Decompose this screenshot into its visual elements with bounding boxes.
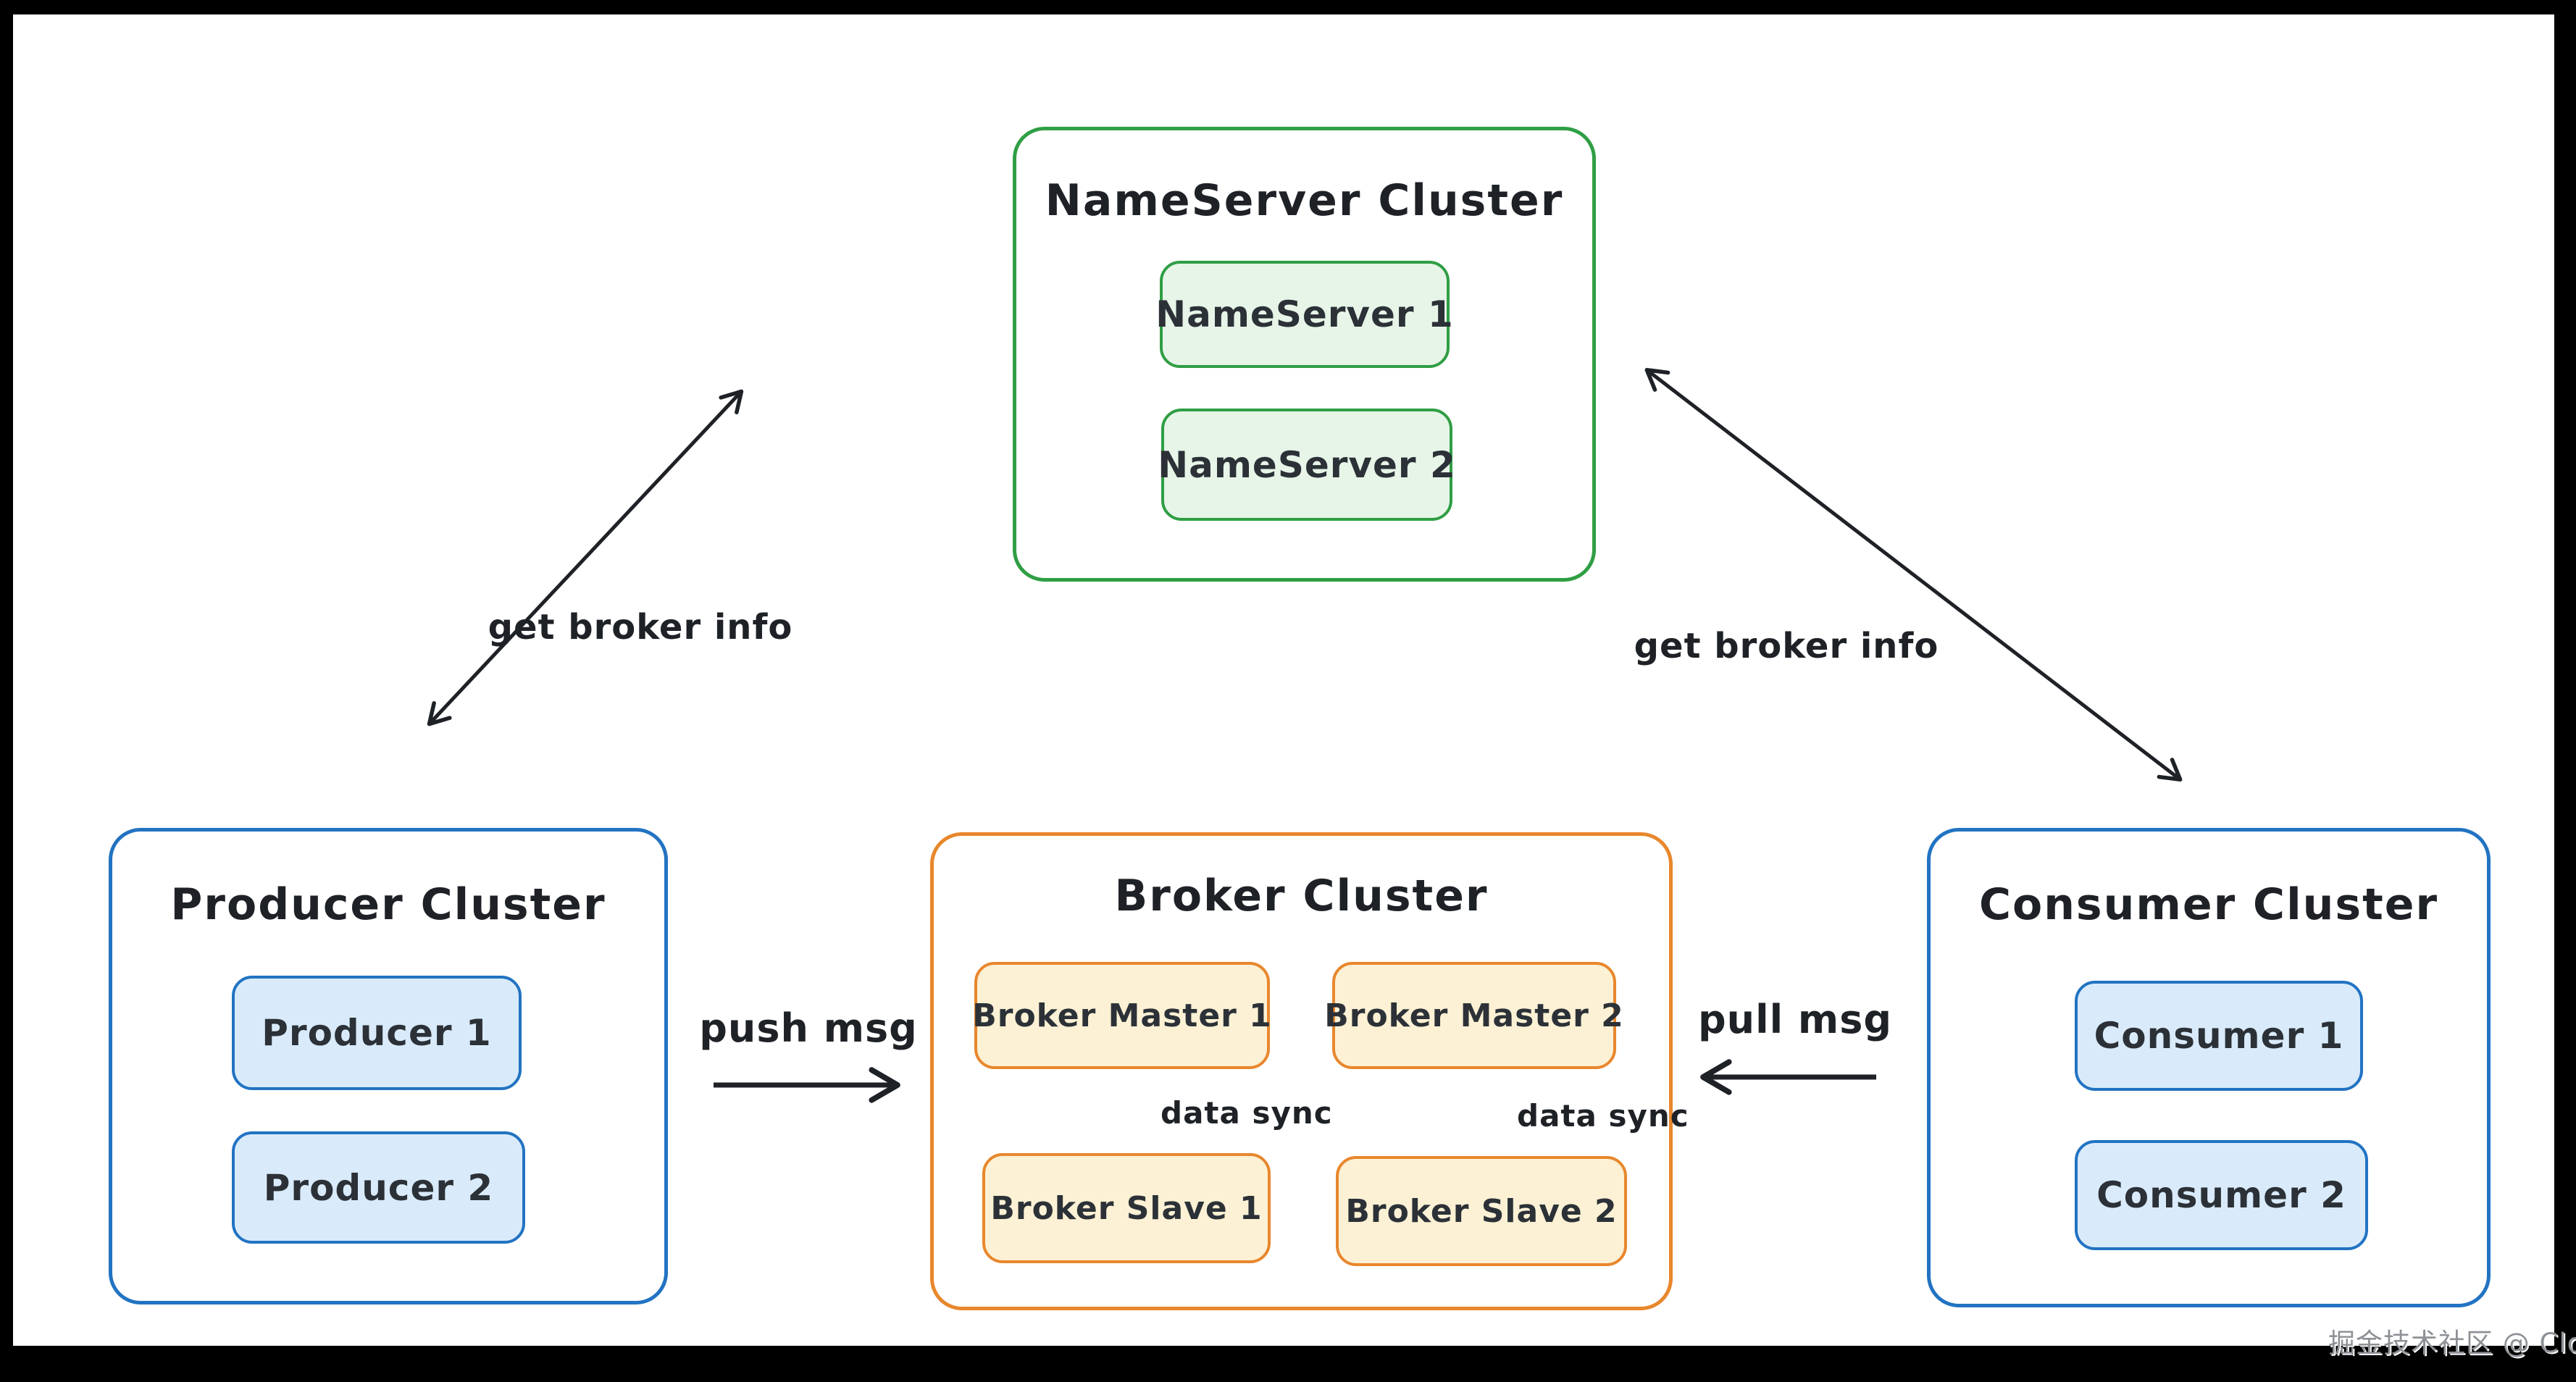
label-data-sync-2: data sync <box>1517 1098 1689 1134</box>
arrow-consumer-nameserver <box>1644 367 2183 782</box>
label-get-broker-info-right: get broker info <box>1634 626 1939 666</box>
label-get-broker-info-left: get broker info <box>488 607 793 648</box>
node-broker-slave-2: Broker Slave 2 <box>1336 1156 1627 1266</box>
label-pull-msg: pull msg <box>1698 997 1892 1042</box>
node-nameserver-2: NameServer 2 <box>1158 409 1455 521</box>
node-broker-master-2: Broker Master 2 <box>1324 962 1623 1069</box>
diagram-canvas: NameServer Cluster NameServer 1 NameServ… <box>13 14 2576 1359</box>
node-consumer-2: Consumer 2 <box>2075 1140 2368 1250</box>
broker-cluster-title: Broker Cluster <box>1114 871 1489 921</box>
node-broker-master-1: Broker Master 1 <box>972 962 1271 1069</box>
label-data-sync-1: data sync <box>1161 1095 1333 1131</box>
node-nameserver-1: NameServer 1 <box>1155 261 1453 368</box>
node-producer-2: Producer 2 <box>232 1131 525 1244</box>
label-push-msg: push msg <box>699 1005 918 1051</box>
nameserver-cluster-title: NameServer Cluster <box>1045 175 1564 226</box>
producer-cluster-title: Producer Cluster <box>170 879 606 930</box>
node-broker-slave-1: Broker Slave 1 <box>982 1153 1271 1263</box>
node-producer-1: Producer 1 <box>232 976 522 1090</box>
consumer-cluster-title: Consumer Cluster <box>1978 879 2439 930</box>
node-consumer-1: Consumer 1 <box>2075 981 2363 1091</box>
arrow-producer-nameserver <box>427 389 744 726</box>
watermark-text: 掘金技术社区 @ ClouGence <box>2328 1328 2576 1359</box>
